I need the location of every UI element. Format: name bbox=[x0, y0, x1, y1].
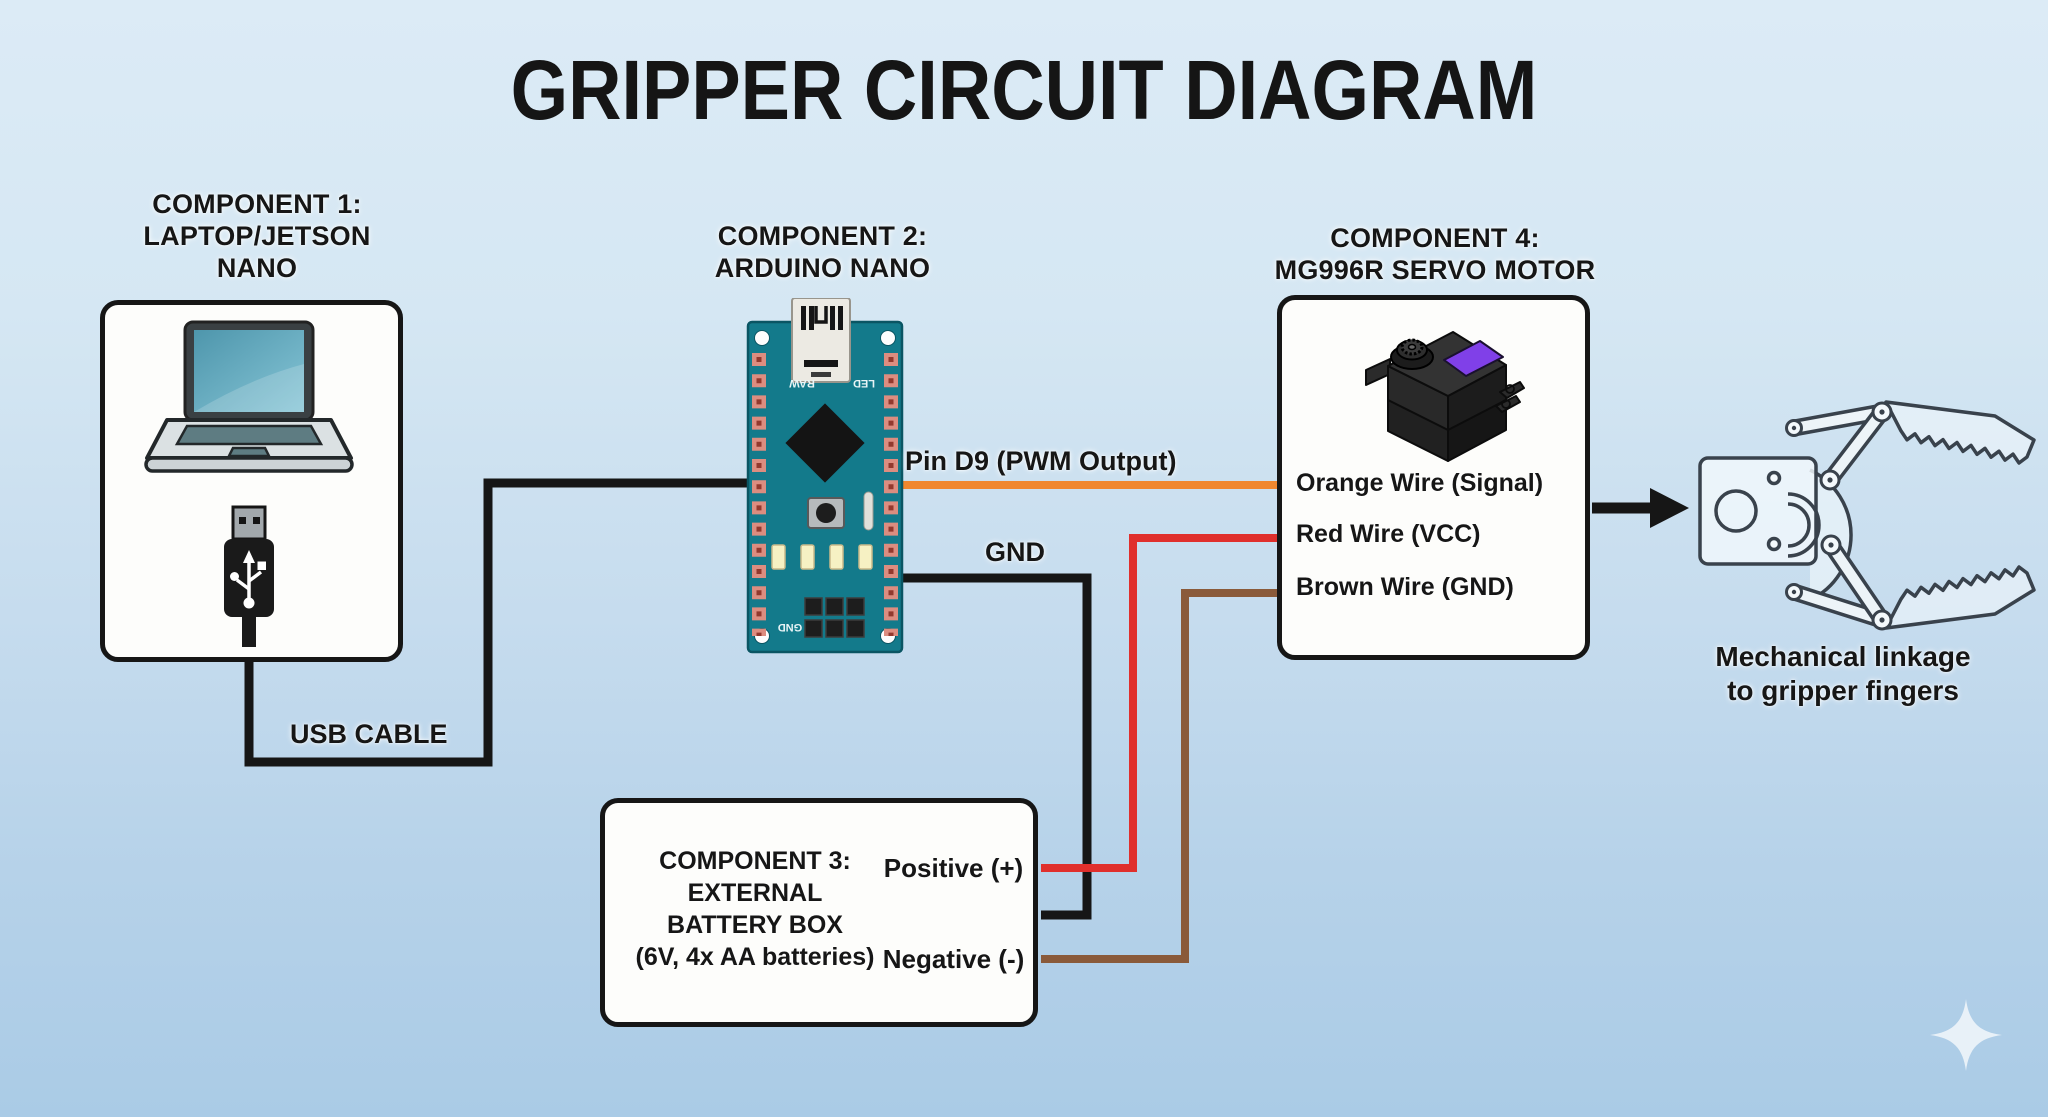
component2-label: COMPONENT 2: ARDUINO NANO bbox=[714, 221, 931, 283]
laptop-icon bbox=[144, 320, 354, 473]
battery-positive-terminal-label: Positive (+) bbox=[883, 853, 1024, 883]
arduino-board-icon: RAW LED GND bbox=[746, 298, 904, 654]
battery-negative-terminal-label: Negative (-) bbox=[882, 944, 1025, 974]
pwm-signal-label: Pin D9 (PWM Output) bbox=[905, 446, 1177, 476]
pin-header-pads bbox=[752, 353, 898, 636]
gnd-wire bbox=[898, 573, 1092, 920]
usb-cable-label: USB CABLE bbox=[290, 719, 448, 749]
icsp-header bbox=[804, 597, 865, 638]
component4-box: Orange Wire (Signal) Red Wire (VCC) Brow… bbox=[1277, 295, 1590, 660]
servo-label-sticker bbox=[1443, 340, 1504, 377]
gripper-icon bbox=[1698, 400, 2036, 631]
sparkle-icon bbox=[1930, 999, 2002, 1071]
usb-trident-glyph bbox=[230, 550, 266, 609]
component4-label: COMPONENT 4: MG996R SERVO MOTOR bbox=[1274, 223, 1596, 285]
servo-to-gripper-arrow bbox=[1592, 488, 1689, 528]
page-title: GRIPPER CIRCUIT DIAGRAM bbox=[510, 43, 1538, 137]
gnd-label: GND bbox=[985, 537, 1045, 567]
component3-label: COMPONENT 3: EXTERNAL BATTERY BOX (6V, 4… bbox=[635, 847, 875, 971]
mini-usb-connector bbox=[791, 298, 851, 383]
component1-label: COMPONENT 1: LAPTOP/JETSON NANO bbox=[143, 189, 371, 283]
crystal-oscillator bbox=[863, 491, 874, 531]
usb-cable-wire bbox=[244, 478, 750, 767]
marking-raw: RAW bbox=[789, 377, 815, 389]
battery-negative-wire bbox=[1041, 589, 1279, 963]
marking-gnd: GND bbox=[778, 621, 803, 633]
vcc-wire bbox=[1041, 534, 1279, 872]
usb-plug-icon bbox=[224, 505, 274, 647]
led-row bbox=[771, 544, 873, 570]
gripper-lower-jaw bbox=[1884, 565, 2036, 630]
marking-led: LED bbox=[853, 377, 875, 389]
gripper-upper-jaw bbox=[1884, 400, 2036, 465]
servo-vcc-wire-label: Red Wire (VCC) bbox=[1296, 520, 1481, 548]
servo-gnd-wire-label: Brown Wire (GND) bbox=[1296, 573, 1514, 601]
servo-spline-gear bbox=[1390, 338, 1434, 370]
gripper-caption: Mechanical linkage to gripper fingers bbox=[1715, 641, 1971, 706]
servo-signal-wire-label: Orange Wire (Signal) bbox=[1296, 469, 1544, 497]
servo-motor-icon bbox=[1365, 331, 1525, 462]
reset-button bbox=[807, 497, 845, 529]
component3-box: COMPONENT 3: EXTERNAL BATTERY BOX (6V, 4… bbox=[600, 798, 1038, 1027]
component1-box bbox=[100, 300, 403, 662]
